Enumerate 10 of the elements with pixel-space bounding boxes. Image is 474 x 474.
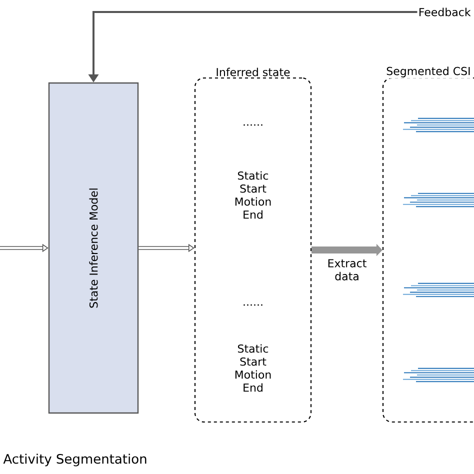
- model-box: State Inference Model: [48, 82, 139, 414]
- state-list: ......: [244, 304, 262, 306]
- state-list: ......: [244, 124, 262, 126]
- section-label: Activity Segmentation: [3, 454, 146, 466]
- group-heading: Segmented CSI: [385, 66, 472, 78]
- state-list: Static Start Motion End: [235, 171, 271, 219]
- edge-label: Extract data: [328, 259, 366, 280]
- feedback-label: Feedback: [420, 8, 471, 16]
- group-heading: Inferred state: [214, 66, 292, 78]
- state-list: Static Start Motion End: [235, 344, 271, 392]
